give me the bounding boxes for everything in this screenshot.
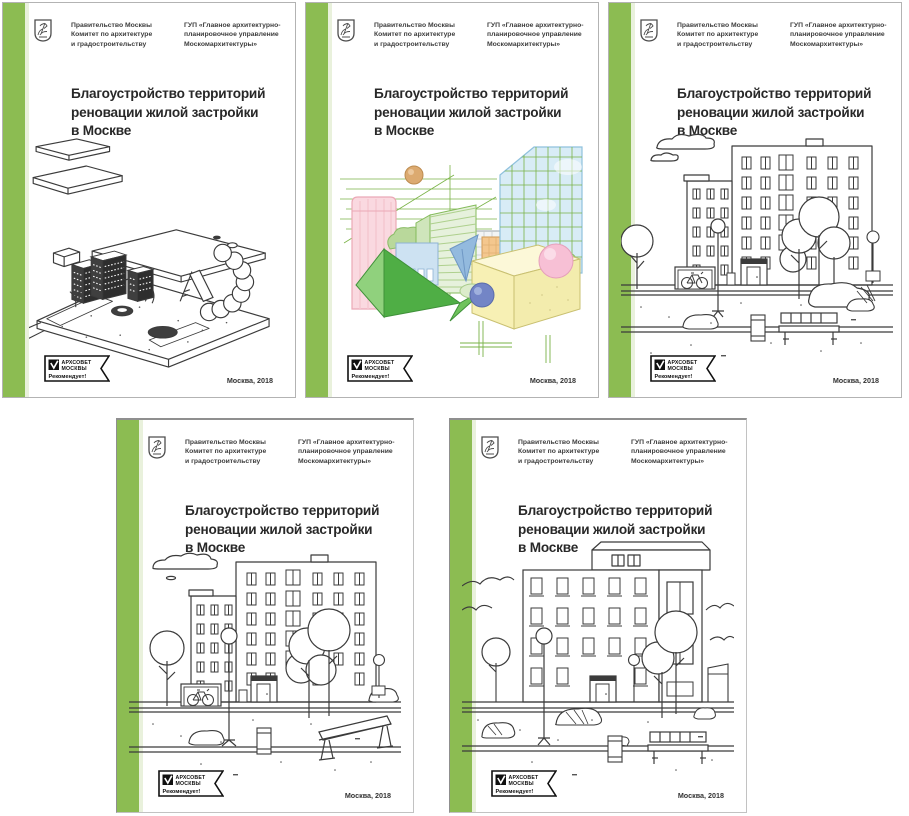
green-spine-stripe [306,3,328,397]
moscow-coat-of-arms-icon [337,19,355,42]
svg-text:МОСКВЫ: МОСКВЫ [509,781,534,787]
svg-text:АРХСОВЕТ: АРХСОВЕТ [176,775,207,781]
spine-edge-highlight [139,420,143,812]
moscow-coat-of-arms-icon [34,19,52,42]
svg-text:АРХСОВЕТ: АРХСОВЕТ [365,360,396,366]
archsovet-recommends-badge: АРХСОВЕТ МОСКВЫ Рекомендует! [347,355,413,382]
moscow-coat-of-arms-icon [148,436,166,459]
spine-edge-highlight [631,3,635,397]
checkmark-icon [162,774,173,785]
svg-text:Рекомендует!: Рекомендует! [655,374,693,380]
moscow-coat-of-arms-icon [640,19,658,42]
svg-text:АРХСОВЕТ: АРХСОВЕТ [668,360,699,366]
illustration-isometric-district [29,138,270,368]
checkmark-icon [495,774,506,785]
checkmark-icon [654,359,665,370]
publisher-right: ГУП «Главное архитектурно-планировочное … [487,22,584,48]
imprint: Москва, 2018 [344,791,391,800]
green-spine-stripe [450,420,472,812]
illustration-courtyard-scene [621,133,893,357]
illustration-colorful-city-sketch [340,146,583,363]
imprint: Москва, 2018 [677,791,724,800]
green-spine-stripe [3,3,25,397]
svg-text:МОСКВЫ: МОСКВЫ [668,366,693,372]
checkmark-icon [351,359,362,370]
publisher-right: ГУП «Главное архитектурно-планировочное … [298,439,395,465]
publisher-right: ГУП «Главное архитектурно-планировочное … [790,22,887,48]
spine-edge-highlight [328,3,332,397]
spine-edge-highlight [25,3,29,397]
svg-text:МОСКВЫ: МОСКВЫ [62,366,87,372]
svg-text:Рекомендует!: Рекомендует! [49,374,87,380]
svg-text:Рекомендует!: Рекомендует! [163,789,201,795]
imprint: Москва, 2018 [832,376,879,385]
illustration-street-scene-pitched-roof [462,541,734,776]
svg-text:Рекомендует!: Рекомендует! [352,374,390,380]
svg-text:МОСКВЫ: МОСКВЫ [176,781,201,787]
green-spine-stripe [609,3,631,397]
publisher-right: ГУП «Главное архитектурно-планировочное … [184,22,281,48]
imprint: Москва, 2018 [226,376,273,385]
archsovet-recommends-badge: АРХСОВЕТ МОСКВЫ Рекомендует! [44,355,110,382]
imprint: Москва, 2018 [529,376,576,385]
archsovet-recommends-badge: АРХСОВЕТ МОСКВЫ Рекомендует! [158,770,224,797]
checkmark-icon [48,359,59,370]
archsovet-recommends-badge: АРХСОВЕТ МОСКВЫ Рекомендует! [650,355,716,382]
svg-text:АРХСОВЕТ: АРХСОВЕТ [509,775,540,781]
svg-text:АРХСОВЕТ: АРХСОВЕТ [62,360,93,366]
spine-edge-highlight [472,420,476,812]
moscow-coat-of-arms-icon [481,436,499,459]
svg-text:Рекомендует!: Рекомендует! [496,789,534,795]
publisher-right: ГУП «Главное архитектурно-планировочное … [631,439,728,465]
svg-text:МОСКВЫ: МОСКВЫ [365,366,390,372]
archsovet-recommends-badge: АРХСОВЕТ МОСКВЫ Рекомендует! [491,770,557,797]
green-spine-stripe [117,420,139,812]
illustration-courtyard-scene-lounger [129,552,401,776]
